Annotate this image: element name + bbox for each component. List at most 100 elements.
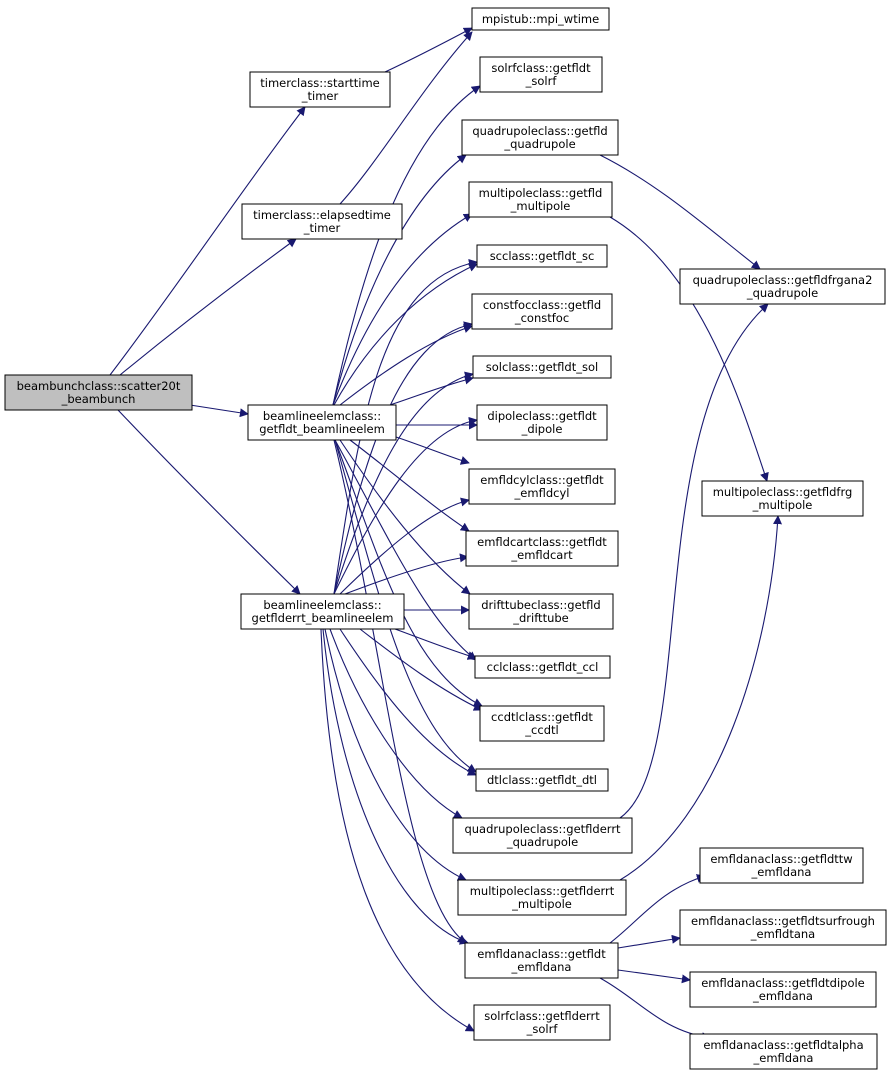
node-box[interactable]: [471, 293, 613, 330]
node-box[interactable]: [472, 355, 612, 379]
node-sc[interactable]: scclass::getfldt_sc: [476, 244, 608, 268]
node-quad_fld[interactable]: quadrupoleclass::getfld_quadrupole: [461, 119, 619, 156]
node-box[interactable]: [249, 71, 391, 108]
node-ana_surf[interactable]: emfldanaclass::getfldtsurfrough_emfldtan…: [679, 909, 887, 946]
node-label: _emfldana: [753, 1051, 814, 1065]
node-label: beambunchclass::scatter20t: [17, 379, 181, 393]
node-emfldcyl[interactable]: emfldcylclass::getfldt_emfldcyl: [468, 468, 616, 505]
node-box[interactable]: [699, 847, 864, 884]
node-label: quadrupoleclass::getflderrt: [464, 822, 621, 836]
node-label: _quadrupole: [503, 137, 575, 151]
node-box[interactable]: [473, 1004, 611, 1041]
node-fldt_ble[interactable]: beamlineelemclass::getfldt_beamlineelem: [247, 404, 397, 441]
node-box[interactable]: [241, 203, 403, 240]
node-label: ccdtlclass::getfldt: [491, 710, 593, 724]
node-multi_err[interactable]: multipoleclass::getflderrt_multipole: [457, 879, 627, 916]
node-box[interactable]: [240, 593, 405, 630]
node-box[interactable]: [4, 374, 193, 411]
node-quad_frg[interactable]: quadrupoleclass::getfldfrgana2_quadrupol…: [679, 268, 886, 305]
node-label: emfldcylclass::getfldt: [480, 473, 604, 487]
node-multi_frg[interactable]: multipoleclass::getfldfrg_multipole: [701, 480, 864, 517]
node-label: getfldt_beamlineelem: [259, 422, 385, 436]
node-dtl[interactable]: dtlclass::getfldt_dtl: [475, 768, 609, 792]
node-box[interactable]: [247, 404, 397, 441]
edge-fldt_ble-to-quad_fld: [332, 154, 467, 406]
edge-fldt_ble-to-sc: [333, 263, 478, 406]
edge-flderrt_ble-to-quad_err: [329, 628, 463, 819]
edge-layer: [109, 27, 783, 1042]
node-label: timerclass::elapsedtime: [253, 208, 391, 222]
node-ccl[interactable]: cclclass::getfldt_ccl: [474, 655, 611, 679]
node-ana_alpha[interactable]: emfldanaclass::getfldtalpha_emfldana: [689, 1033, 878, 1070]
edge-fldt_ble-to-emfldana: [333, 439, 467, 944]
edge-flderrt_ble-to-sol: [333, 371, 474, 595]
node-constfoc[interactable]: constfocclass::getfld_constfoc: [471, 293, 613, 330]
edge-fldt_ble-to-multi_fld: [332, 213, 473, 406]
node-label: _timer: [301, 89, 339, 103]
node-label: _emfldana: [752, 989, 813, 1003]
node-box[interactable]: [464, 942, 619, 979]
node-emfldcart[interactable]: emfldcartclass::getfldt_emfldcart: [465, 530, 619, 567]
node-emfldana[interactable]: emfldanaclass::getfldt_emfldana: [464, 942, 619, 979]
node-ana_tw[interactable]: emfldanaclass::getfldttw_emfldana: [699, 847, 864, 884]
node-label: _solrf: [525, 74, 558, 88]
node-box[interactable]: [689, 1033, 878, 1070]
node-sol[interactable]: solclass::getfldt_sol: [472, 355, 612, 379]
edge-flderrt_ble-to-emfldcart: [344, 553, 469, 595]
edge-fldt_ble-to-emfldcart: [349, 439, 470, 532]
node-box[interactable]: [679, 909, 887, 946]
node-label: emfldanaclass::getfldtdipole: [701, 976, 865, 990]
node-mpi[interactable]: mpistub::mpi_wtime: [471, 7, 610, 31]
node-label: dipoleclass::getfldt: [487, 409, 597, 423]
edge-flderrt_ble-to-ccdtl: [359, 628, 483, 711]
node-starttime[interactable]: timerclass::starttime_timer: [249, 71, 391, 108]
node-box[interactable]: [468, 181, 613, 218]
edge-flderrt_ble-to-solrf_err: [320, 628, 475, 1032]
node-label: dtlclass::getfldt_dtl: [487, 773, 597, 787]
node-dipole[interactable]: dipoleclass::getfldt_dipole: [476, 404, 608, 441]
node-multi_fld[interactable]: multipoleclass::getfld_multipole: [468, 181, 613, 218]
node-box[interactable]: [474, 655, 611, 679]
node-box[interactable]: [475, 768, 609, 792]
node-ana_dip[interactable]: emfldanaclass::getfldtdipole_emfldana: [689, 971, 877, 1008]
node-elapsed[interactable]: timerclass::elapsedtime_timer: [241, 203, 403, 240]
node-label: getflderrt_beamlineelem: [252, 611, 394, 625]
node-label: mpistub::mpi_wtime: [482, 12, 599, 26]
edge-flderrt_ble-to-ccl: [394, 628, 477, 660]
edge-starttime-to-mpi: [384, 27, 473, 73]
node-quad_err[interactable]: quadrupoleclass::getflderrt_quadrupole: [452, 817, 633, 854]
node-box[interactable]: [452, 817, 633, 854]
node-box[interactable]: [476, 244, 608, 268]
node-box[interactable]: [479, 56, 603, 93]
node-box[interactable]: [476, 404, 608, 441]
node-box[interactable]: [468, 593, 614, 630]
node-box[interactable]: [679, 268, 886, 305]
edge-multi_fld-to-multi_frg: [609, 216, 769, 482]
node-label: _multipole: [511, 897, 572, 911]
node-box[interactable]: [689, 971, 877, 1008]
node-solrf[interactable]: solrfclass::getfldt_solrf: [479, 56, 603, 93]
node-box[interactable]: [701, 480, 864, 517]
node-label: emfldcartclass::getfldt: [477, 535, 607, 549]
node-box[interactable]: [461, 119, 619, 156]
edge-flderrt_ble-to-dipole: [333, 416, 478, 595]
node-box[interactable]: [465, 530, 619, 567]
node-box[interactable]: [468, 468, 616, 505]
node-label: quadrupoleclass::getfldfrgana2: [693, 273, 873, 287]
node-solrf_err[interactable]: solrfclass::getflderrt_solrf: [473, 1004, 611, 1041]
node-box[interactable]: [457, 879, 627, 916]
node-label: solrfclass::getflderrt: [484, 1009, 600, 1023]
node-label: scclass::getfldt_sc: [490, 249, 595, 263]
node-ccdtl[interactable]: ccdtlclass::getfldt_ccdtl: [479, 705, 605, 742]
node-box[interactable]: [471, 7, 610, 31]
edge-root-to-starttime: [109, 106, 306, 376]
node-label: beamlineelemclass::: [263, 409, 381, 423]
node-label: _dipole: [521, 422, 563, 436]
node-drifttube[interactable]: drifttubeclass::getfld_drifttube: [468, 593, 614, 630]
node-flderrt_ble[interactable]: beamlineelemclass::getflderrt_beamlineel…: [240, 593, 405, 630]
node-label: beamlineelemclass::: [263, 598, 381, 612]
node-box[interactable]: [479, 705, 605, 742]
node-root[interactable]: beambunchclass::scatter20t_beambunch: [4, 374, 193, 411]
edge-flderrt_ble-to-dtl: [339, 628, 477, 776]
